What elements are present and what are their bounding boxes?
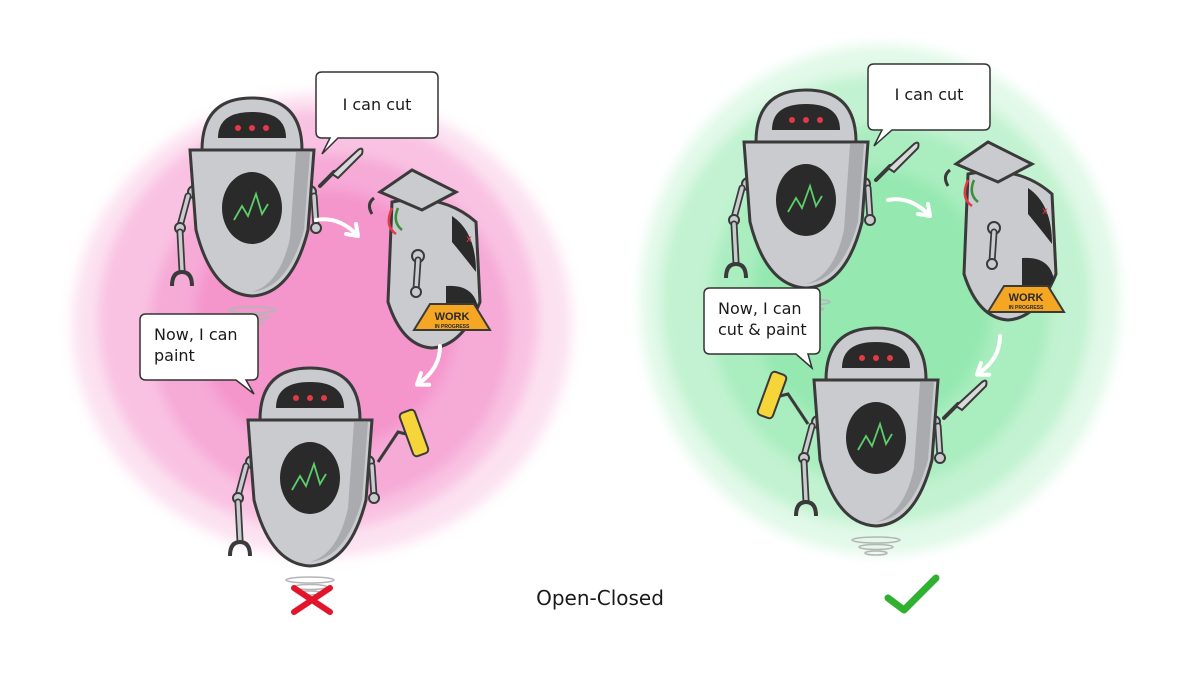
check-icon xyxy=(884,574,940,614)
sign-left-line2: IN PROGRESS xyxy=(435,324,470,330)
bubble-right-top-text: I can cut xyxy=(895,85,964,104)
left-panel: I can cut WORK IN PROGRESS Now, I can pa… xyxy=(72,71,572,595)
bubble-left-top-text: I can cut xyxy=(343,95,412,114)
diagram-caption: Open-Closed xyxy=(536,586,664,610)
sign-left-line1: WORK xyxy=(435,311,470,323)
bubble-left-bottom-line2: paint xyxy=(154,346,195,365)
bubble-right-bottom-line2: cut & paint xyxy=(718,320,807,339)
sign-left: WORK IN PROGRESS xyxy=(412,303,492,331)
right-panel: I can cut WORK IN PROGRESS Now, I can cu… xyxy=(640,45,1120,555)
bubble-left-bottom: Now, I can paint xyxy=(139,313,259,395)
bubble-right-top: I can cut xyxy=(867,63,991,147)
bubble-right-bottom-line1: Now, I can xyxy=(718,299,802,318)
bubble-left-top: I can cut xyxy=(315,71,439,155)
sign-right-line2: IN PROGRESS xyxy=(1009,305,1044,311)
bubble-left-bottom-line1: Now, I can xyxy=(154,325,238,344)
sign-right-line1: WORK xyxy=(1009,292,1044,304)
cross-icon xyxy=(291,585,333,615)
sign-right: WORK IN PROGRESS xyxy=(986,285,1066,313)
bubble-right-bottom: Now, I can cut & paint xyxy=(703,287,821,371)
